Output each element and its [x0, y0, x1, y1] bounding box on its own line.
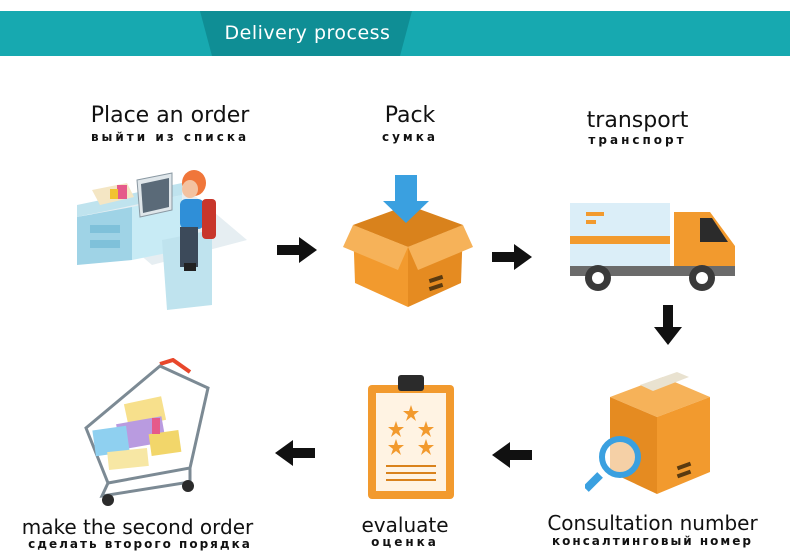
step-title-second-order: make the second order: [21, 515, 254, 539]
step-title-evaluate: evaluate: [361, 513, 449, 537]
step-subtitle-transport: транспорт: [588, 133, 687, 147]
step-title-place-order: Place an order: [90, 103, 250, 128]
step-title-pack: Pack: [384, 103, 436, 128]
arrow-left-icon: [275, 440, 315, 466]
box-magnifier-icon: [585, 372, 710, 494]
arrow-right-icon: [492, 244, 532, 270]
arrow-down-icon: [654, 305, 682, 345]
delivery-truck-icon: [570, 203, 735, 291]
header-banner: Delivery process: [0, 11, 790, 56]
step-subtitle-consultation-number: консалтинговый номер: [552, 534, 753, 548]
step-title-transport: transport: [586, 108, 689, 133]
shopping-cart-icon: [84, 358, 210, 506]
rating-clipboard-icon: [368, 375, 454, 499]
banner-shape: [0, 11, 790, 56]
package-box-icon: [343, 175, 473, 307]
arrow-left-icon: [492, 442, 532, 468]
step-subtitle-pack: сумка: [382, 130, 438, 144]
step-subtitle-evaluate: оценка: [371, 535, 439, 549]
office-worker-icon: [77, 170, 247, 310]
page-title: Delivery process: [224, 22, 391, 44]
step-title-consultation-number: Consultation number: [547, 511, 758, 535]
step-subtitle-second-order: сделать второго порядка: [28, 537, 252, 551]
arrow-right-icon: [277, 237, 317, 263]
step-subtitle-place-order: выйти из списка: [90, 130, 250, 144]
